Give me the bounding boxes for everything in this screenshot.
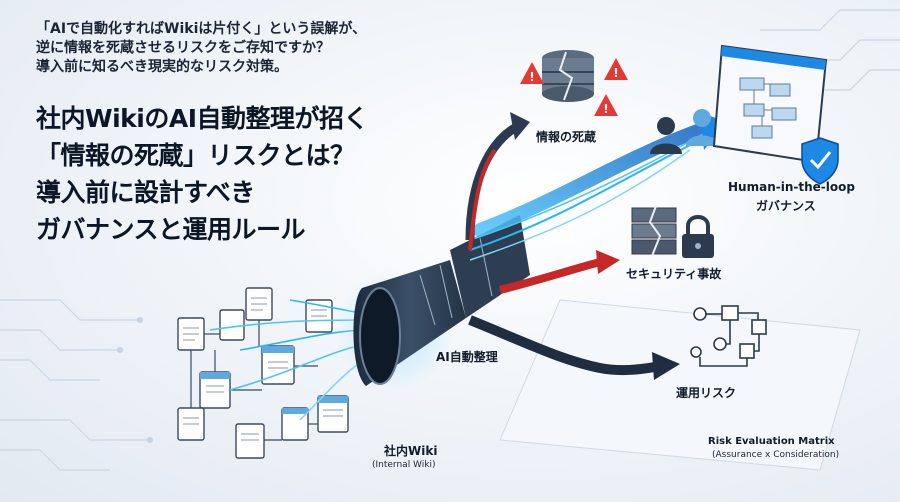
label-ai-organize: AI自動整理 [436, 350, 498, 364]
people-icon [650, 109, 718, 154]
label-matrix-sub: (Assurance x Consideration) [712, 450, 840, 460]
svg-text:!: ! [529, 70, 534, 84]
shield-check-icon [801, 137, 839, 185]
title-line-2: 「情報の死蔵」リスクとは？ [36, 141, 355, 170]
lead-text: 「AIで自動化すればWikiは片付く」という誤解が、 逆に情報を死蔵させるリスク… [36, 20, 406, 77]
arrow-ops-risk [468, 315, 661, 376]
funnel-icon [335, 215, 530, 390]
checklist-window-icon [712, 44, 828, 164]
document-icon [177, 287, 349, 459]
arrow-security [499, 258, 602, 294]
warning-icon: ! ! ! [520, 58, 628, 116]
label-wiki: 社内Wiki [384, 444, 438, 458]
lead-line-1: 「AIで自動化すればWikiは片付く」という誤解が、 [36, 21, 367, 37]
label-matrix: Risk Evaluation Matrix [708, 436, 835, 447]
title-line-4: ガバナンスと運用ルール [36, 215, 306, 244]
label-security: セキュリティ事故 [626, 267, 722, 281]
lead-line-2: 逆に情報を死蔵させるリスクをご存知ですか？ [36, 40, 330, 56]
arrow-info-death [465, 120, 523, 241]
title-line-1: 社内WikiのAI自動整理が招く [36, 104, 369, 133]
label-ops-risk: 運用リスク [676, 386, 737, 400]
label-human-loop: Human-in-the-loop [728, 180, 855, 194]
svg-text:!: ! [603, 102, 608, 116]
label-info-death: 情報の死蔵 [536, 130, 597, 144]
flowchart-icon [690, 305, 767, 367]
database-icon [542, 50, 594, 102]
label-governance: ガバナンス [756, 199, 816, 213]
title-line-3: 導入前に設計すべき [36, 178, 255, 207]
lead-line-3: 導入前に知るべき現実的なリスク対策。 [36, 59, 288, 75]
broken-blocks-icon [631, 205, 677, 257]
page-title: 社内WikiのAI自動整理が招く 「情報の死蔵」リスクとは？ 導入前に設計すべき… [36, 100, 436, 248]
label-wiki-en: (Internal Wiki) [372, 460, 436, 470]
lock-icon [682, 215, 714, 258]
svg-text:!: ! [613, 66, 618, 80]
